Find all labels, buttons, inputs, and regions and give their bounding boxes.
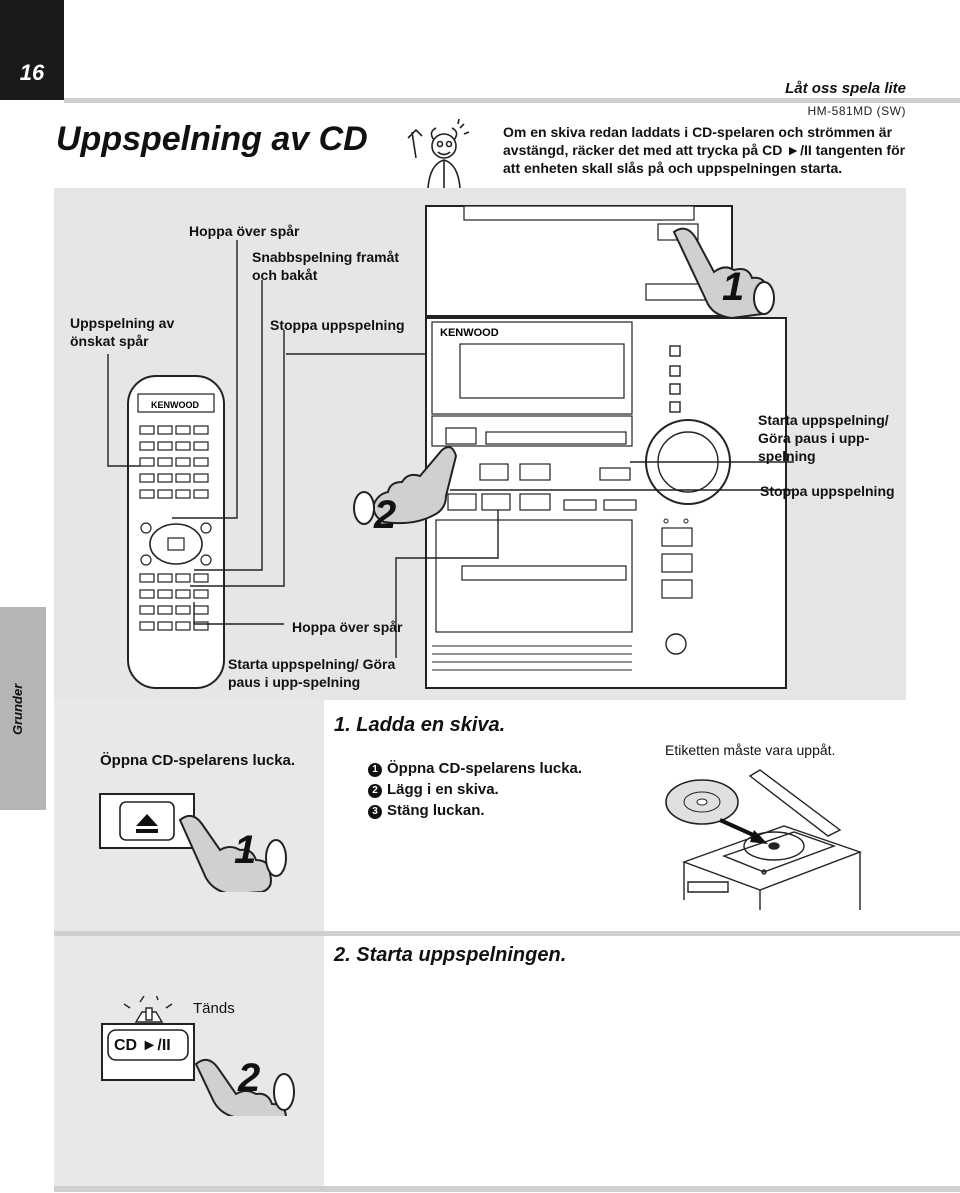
label-skip-track-top: Hoppa över spår xyxy=(189,223,300,239)
item-marker: 3 xyxy=(368,805,382,819)
cd-play-pause-key: CD ►/II xyxy=(114,1037,171,1054)
model-number: HM-581MD (SW) xyxy=(807,104,906,118)
remote-brand: KENWOOD xyxy=(151,400,199,410)
page-title: Uppspelning av CD xyxy=(56,120,368,158)
leader-lines xyxy=(107,240,794,658)
intro-paragraph: Om en skiva redan laddats i CD-spelaren … xyxy=(503,123,923,177)
upper-unit xyxy=(425,205,733,317)
label-search: Snabbspelning framåt och bakåt xyxy=(252,249,400,283)
disc-icon xyxy=(665,779,739,825)
indicator-light-icon xyxy=(123,996,173,1023)
label-orientation-note: Etiketten måste vara uppåt. xyxy=(665,742,836,758)
item-marker: 1 xyxy=(368,763,382,777)
intro-cd-key: CD ►/II xyxy=(762,142,812,158)
hand-badge-2 xyxy=(353,446,458,525)
intro-text-after: tangenten för att enheten skall slås på … xyxy=(503,142,906,176)
step2-badge: 2 xyxy=(238,1056,261,1100)
unit-brand: KENWOOD xyxy=(440,327,499,339)
remote-control xyxy=(127,375,225,689)
hand-badge-1 xyxy=(672,227,775,320)
badge-1-number: 1 xyxy=(722,265,744,309)
disc-loading-illustration xyxy=(665,769,863,910)
label-play-desired-track: Uppspelning av önskat spår xyxy=(70,315,175,349)
badge-2-number: 2 xyxy=(373,493,396,537)
section-separator xyxy=(54,931,960,936)
header-rule xyxy=(64,98,960,103)
label-lights: Tänds xyxy=(193,1000,235,1017)
label-play-pause-right: Starta uppspelning/ Göra paus i upp-spel… xyxy=(758,412,889,464)
cd-play-button-illustration xyxy=(101,996,295,1116)
step1-left-caption: Öppna CD-spelarens lucka. xyxy=(100,752,296,769)
step1-title: 1. Ladda en skiva. xyxy=(334,714,506,736)
step2-title: 2. Starta uppspelningen. xyxy=(334,944,567,966)
bottom-rule xyxy=(54,1186,960,1192)
page-number: 16 xyxy=(19,60,45,85)
label-play-pause-bottom: Starta uppspelning/ Göra paus i upp-spel… xyxy=(228,656,396,690)
label-stop-right: Stoppa uppspelning xyxy=(760,483,895,499)
system-diagram: KENWOOD KENWOOD xyxy=(107,205,794,689)
eject-button-illustration xyxy=(99,793,287,892)
side-tab xyxy=(0,607,46,810)
eject-icon xyxy=(136,814,158,833)
item-marker: 2 xyxy=(368,784,382,798)
label-skip-track-bottom: Hoppa över spår xyxy=(292,619,403,635)
page-number-tab xyxy=(0,0,64,100)
side-tab-label: Grunder xyxy=(10,683,25,735)
main-unit xyxy=(425,317,787,689)
label-stop-left: Stoppa uppspelning xyxy=(270,317,405,333)
step1-badge: 1 xyxy=(234,828,257,872)
section-title: Låt oss spela lite xyxy=(785,80,906,97)
mascot-illustration xyxy=(407,118,470,188)
intro-text-before: Om en skiva redan laddats i CD-spelaren … xyxy=(503,124,893,158)
